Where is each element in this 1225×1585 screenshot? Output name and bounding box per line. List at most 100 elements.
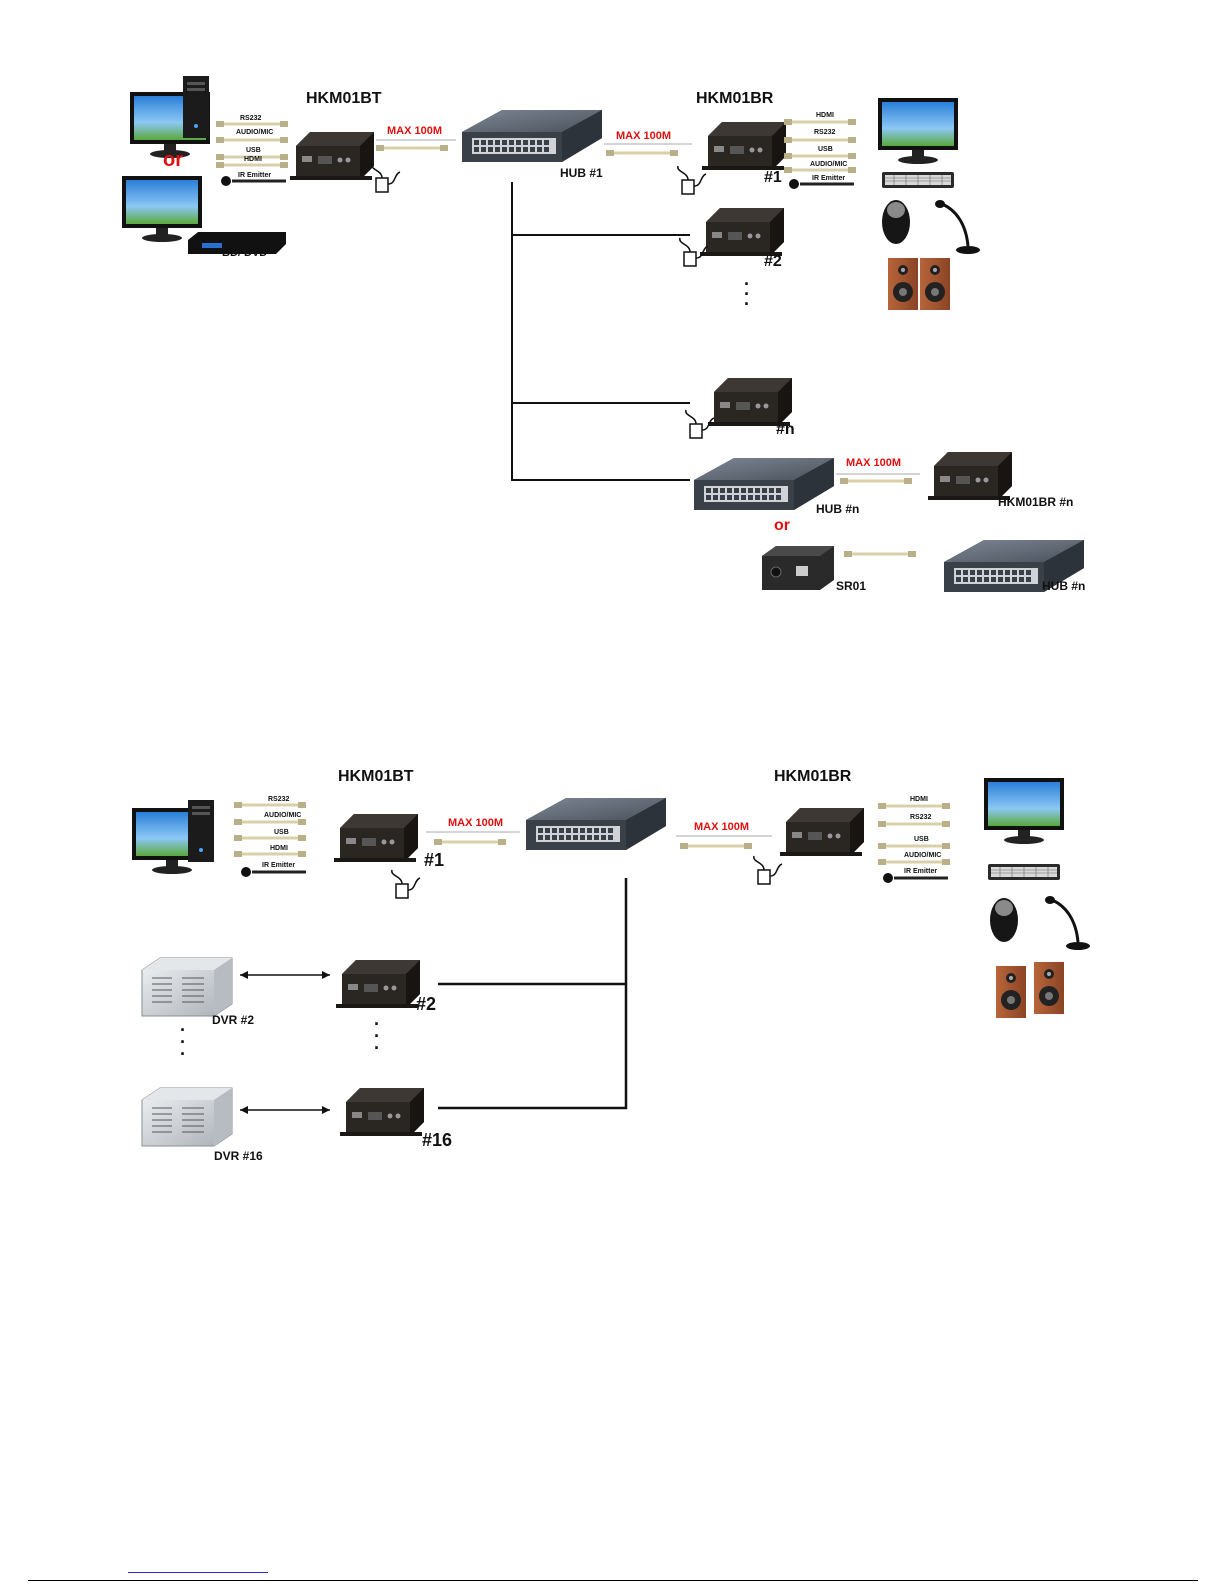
or-label: or [774, 517, 790, 534]
speaker-icon [1034, 962, 1064, 1014]
transmitter-device [290, 132, 374, 180]
ellipsis-dot: · [744, 294, 750, 314]
mouse-icon [882, 200, 910, 244]
cable-label: AUDIO/MIC [264, 812, 301, 819]
cable-label: USB [274, 829, 289, 836]
hkm01br-n-label: HKM01BR #n [998, 495, 1073, 509]
microphone-icon [933, 198, 982, 256]
network-cable [844, 551, 916, 557]
distance-label: MAX 100M [694, 821, 749, 833]
network-cable [680, 843, 752, 849]
cable-label: RS232 [240, 115, 262, 122]
transmitter-device-2 [336, 960, 420, 1008]
keyboard-icon [881, 171, 955, 189]
diagram-1: or BD/ DVD RS232 AUDIO/MIC USB HDMI IR E… [122, 76, 1085, 593]
power-adapter-icon [753, 855, 783, 885]
cable-label: HDMI [910, 796, 928, 803]
speaker-icon [996, 966, 1026, 1018]
bd-dvd-label: BD/ DVD [222, 247, 267, 259]
monitor-icon [122, 176, 202, 242]
receiver-1-label: #1 [764, 169, 782, 186]
power-adapter-icon [685, 409, 715, 439]
ellipsis-dot: · [744, 284, 750, 304]
cable-label: RS232 [268, 796, 290, 803]
network-cable [840, 478, 912, 484]
hub-icon [526, 798, 666, 850]
transmitter-device-16 [340, 1088, 424, 1136]
microphone-icon [1043, 894, 1092, 952]
cable-label: AUDIO/MIC [904, 852, 941, 859]
monitor-icon [878, 98, 958, 164]
ellipsis-dot: · [180, 1032, 186, 1052]
hub-1-label: HUB #1 [560, 166, 603, 180]
distance-label: MAX 100M [616, 130, 671, 142]
distance-label: MAX 100M [448, 817, 503, 829]
receiver-device-1 [702, 122, 786, 170]
power-adapter-icon [371, 163, 401, 193]
rx-cable-bundle: HDMI RS232 USB AUDIO/MIC IR Emitter [878, 796, 950, 883]
cable-label: AUDIO/MIC [810, 161, 847, 168]
hub-n [694, 458, 834, 510]
or-label: or [163, 149, 183, 171]
receiver-device [780, 808, 864, 856]
transmitter-2-label: #2 [416, 994, 436, 1014]
ellipsis-dot: · [180, 1044, 186, 1064]
sr01-device [761, 545, 835, 591]
receiver-title: HKM01BR [696, 90, 774, 107]
speaker-icon [920, 258, 950, 310]
receiver-2-label: #2 [764, 253, 782, 270]
transmitter-device-1 [334, 814, 418, 862]
ellipsis-dot: · [374, 1014, 380, 1034]
transmitter-16-label: #16 [422, 1130, 452, 1150]
transmitter-title: HKM01BT [306, 90, 382, 107]
cable-label: HDMI [270, 845, 288, 852]
tx-cable-bundle: RS232 AUDIO/MIC USB HDMI IR Emitter [234, 796, 306, 877]
power-adapter-icon [391, 869, 421, 899]
network-bus-line [438, 878, 628, 1110]
distance-label: MAX 100M [387, 125, 442, 137]
ellipsis-dot: · [374, 1038, 380, 1058]
cable-label: HDMI [244, 156, 262, 163]
cable-label: IR Emitter [262, 862, 295, 869]
pc-tower-icon [183, 76, 209, 138]
keyboard-icon [987, 863, 1061, 881]
pc-tower-icon [188, 800, 214, 862]
cable-label: AUDIO/MIC [236, 129, 273, 136]
transmitter-title: HKM01BT [338, 768, 414, 785]
dvr-16-label: DVR #16 [214, 1149, 263, 1163]
cable-label: USB [914, 836, 929, 843]
hub-n-2-label: HUB #n [1042, 579, 1085, 593]
cable-label: USB [246, 147, 261, 154]
receiver-title: HKM01BR [774, 768, 852, 785]
footer-link-underline[interactable] [128, 1572, 268, 1573]
distance-label: MAX 100M [846, 457, 901, 469]
mouse-icon [990, 898, 1018, 942]
cable-label: IR Emitter [904, 868, 937, 875]
hub-1 [462, 110, 602, 162]
dvr-icon [141, 1087, 233, 1147]
ellipsis-dot: · [744, 274, 750, 294]
cable-label: HDMI [816, 112, 834, 119]
ellipsis-dot: · [180, 1020, 186, 1040]
diagram-2: RS232 AUDIO/MIC USB HDMI IR Emitter HKM0… [132, 768, 1092, 1163]
power-adapter-icon [677, 165, 707, 195]
cable-label: RS232 [910, 814, 932, 821]
transmitter-1-label: #1 [424, 850, 444, 870]
cable-label: IR Emitter [812, 175, 845, 182]
receiver-device-n [708, 378, 792, 426]
footer-rule [28, 1580, 1198, 1581]
receiver-n-label: #n [776, 421, 795, 438]
receiver-device-2 [700, 208, 784, 256]
network-cable [434, 839, 506, 845]
receiver-device-hub-n [928, 452, 1012, 500]
tx-cable-bundle: RS232 AUDIO/MIC USB HDMI IR Emitter [216, 115, 288, 186]
sr01-label: SR01 [836, 579, 866, 593]
network-cable [606, 150, 678, 156]
cable-label: RS232 [814, 129, 836, 136]
dvr-icon [141, 957, 233, 1017]
network-cable [376, 145, 448, 151]
ellipsis-dot: · [374, 1026, 380, 1046]
monitor-icon [984, 778, 1064, 844]
cable-label: IR Emitter [238, 172, 271, 179]
